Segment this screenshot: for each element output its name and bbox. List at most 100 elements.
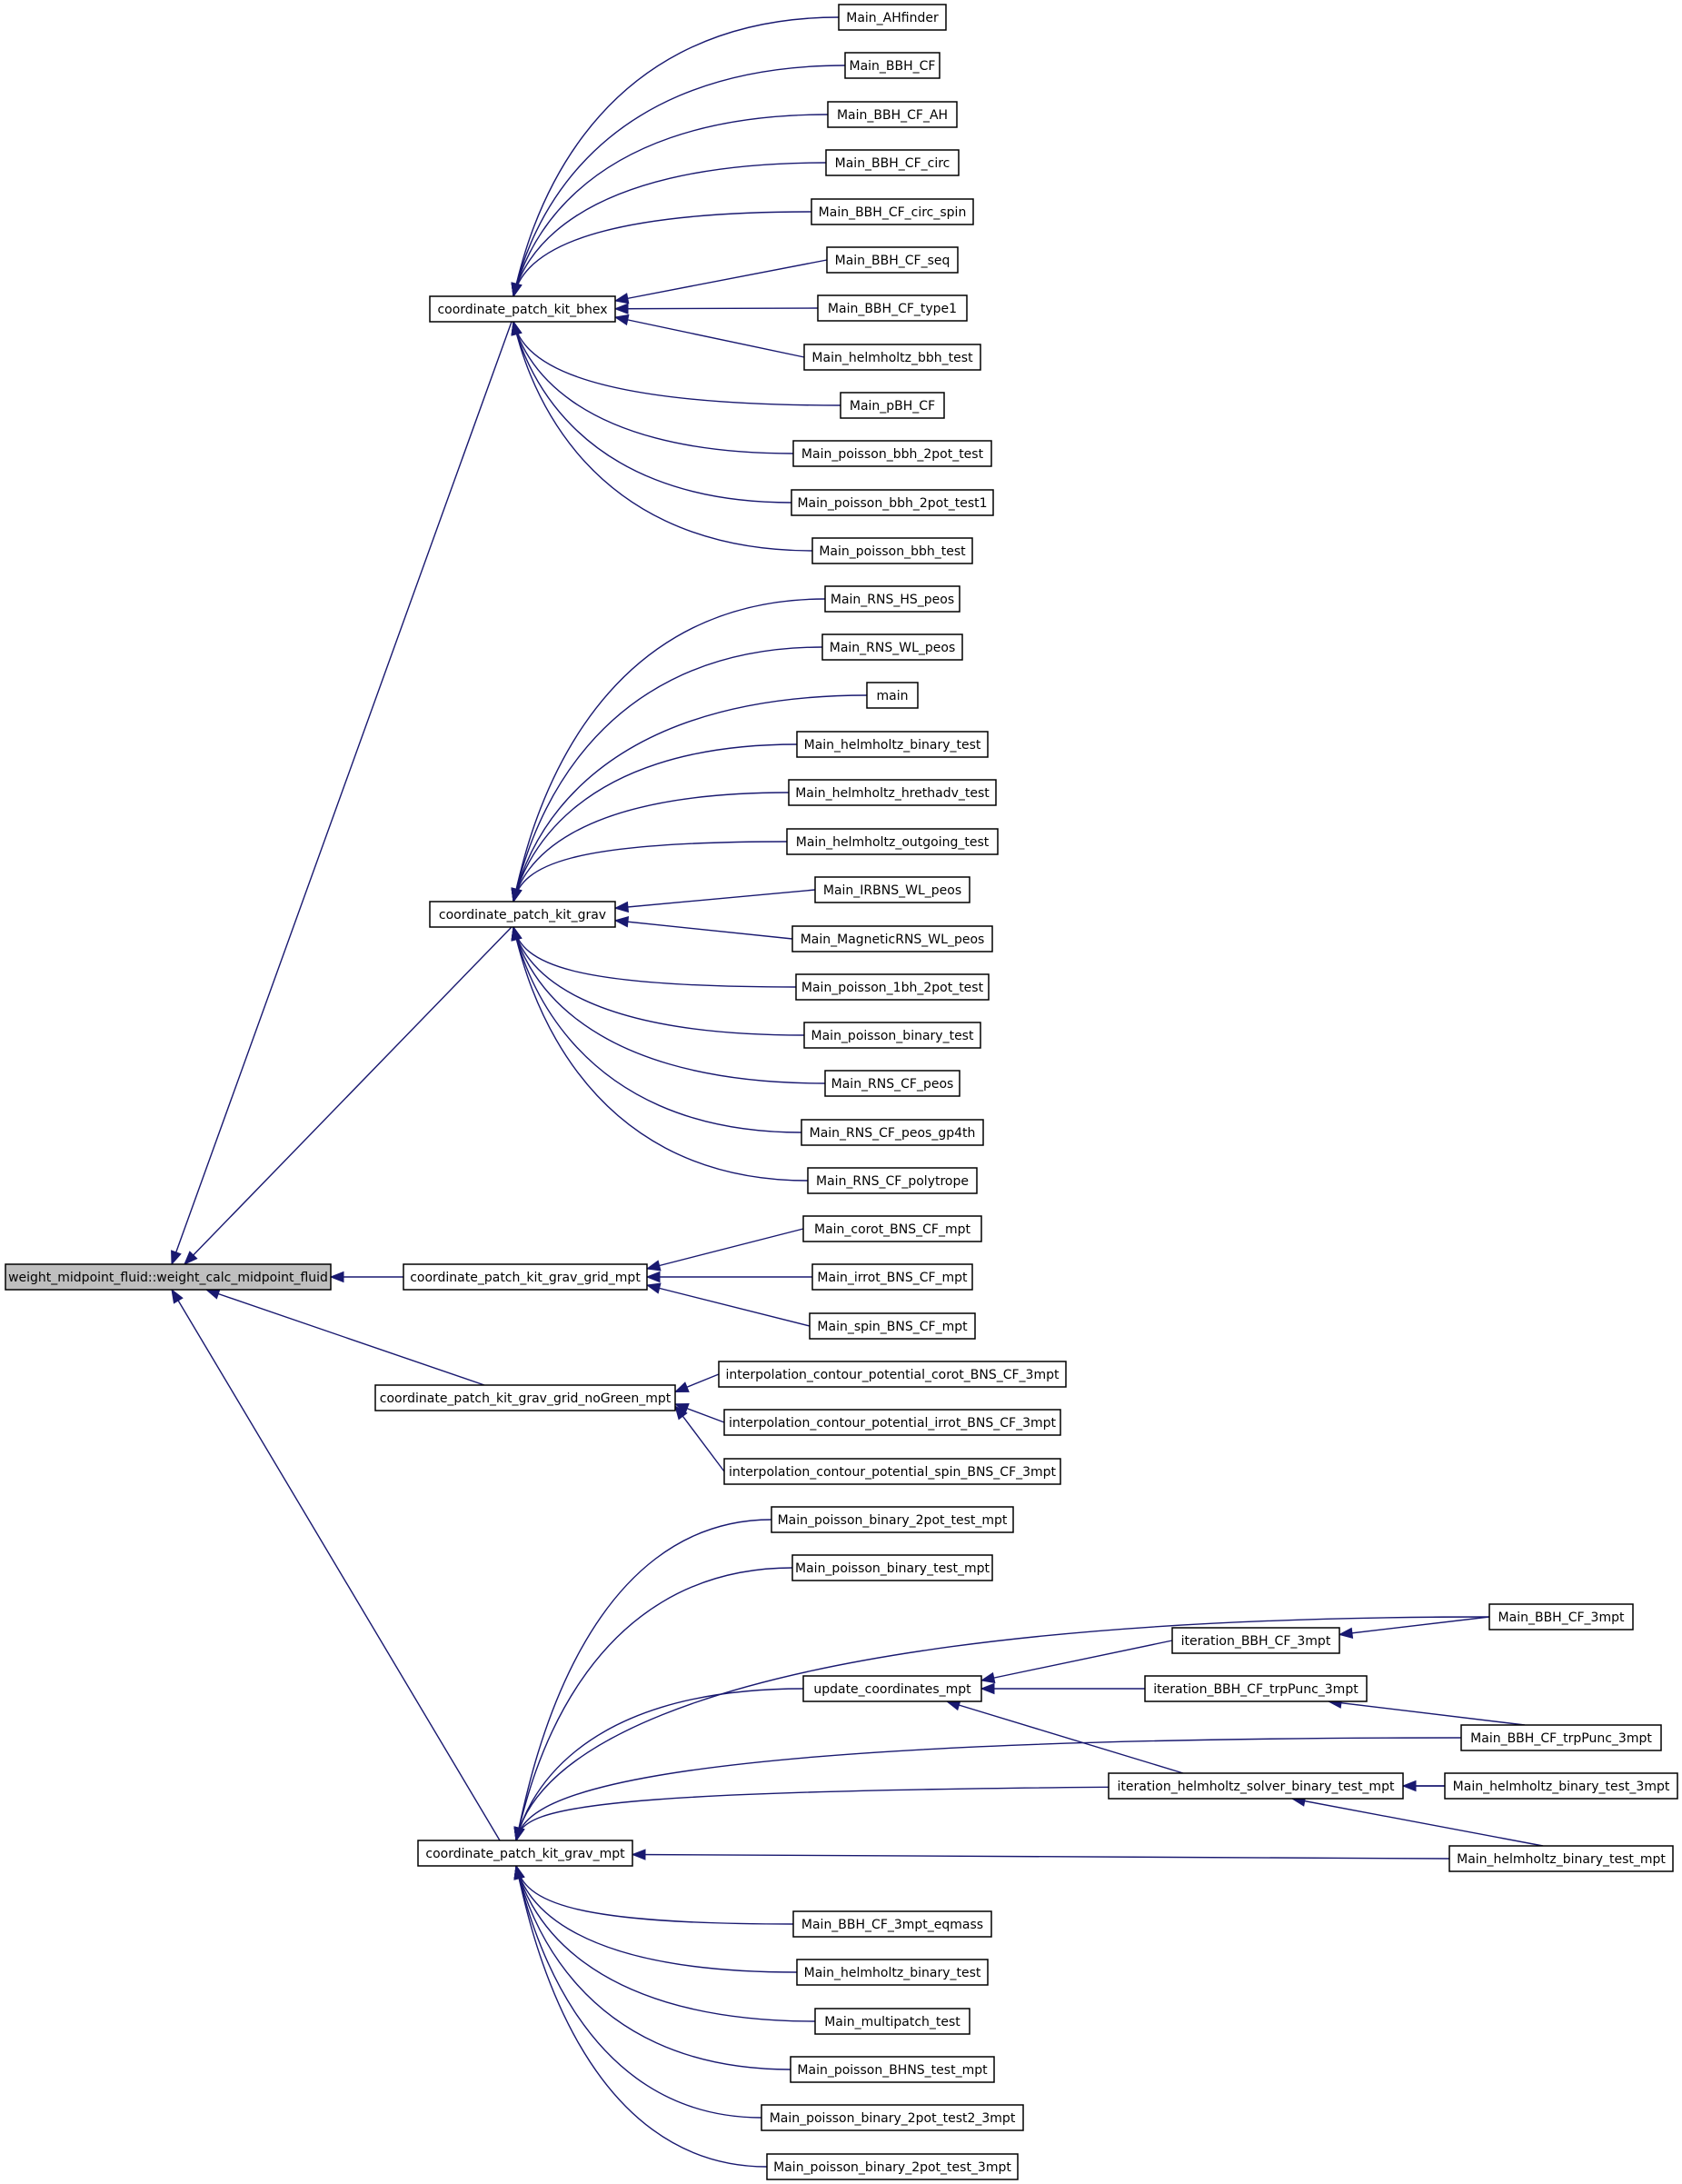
graph-node-g4[interactable]: Main_helmholtz_binary_test (796, 731, 989, 758)
node-box[interactable] (796, 731, 989, 758)
node-box[interactable] (811, 198, 974, 225)
node-box[interactable] (403, 1263, 648, 1291)
graph-node-p1[interactable]: Main_poisson_binary_2pot_test_mpt (771, 1506, 1014, 1533)
node-box[interactable] (825, 149, 960, 176)
graph-node-p3[interactable]: Main_BBH_CF_3mpt_eqmass (792, 1910, 992, 1938)
node-box[interactable] (788, 779, 997, 806)
node-box[interactable] (766, 2153, 1019, 2180)
node-box[interactable] (5, 1263, 332, 1291)
node-box[interactable] (1488, 1603, 1634, 1631)
graph-node-p5[interactable]: Main_multipatch_test (814, 2008, 970, 2035)
graph-node-g12[interactable]: Main_RNS_CF_peos_gp4th (801, 1119, 984, 1146)
node-box[interactable] (429, 295, 616, 323)
node-box[interactable] (1108, 1772, 1404, 1800)
graph-node-p2[interactable]: Main_poisson_binary_test_mpt (791, 1554, 993, 1581)
node-box[interactable] (809, 1312, 976, 1340)
node-box[interactable] (791, 1554, 993, 1581)
graph-node-b4[interactable]: Main_BBH_CF_circ (825, 149, 960, 176)
node-box[interactable] (817, 294, 968, 322)
graph-node-hb3[interactable]: Main_helmholtz_binary_test_3mpt (1444, 1772, 1678, 1800)
graph-node-nogreen[interactable]: coordinate_patch_kit_grav_grid_noGreen_m… (374, 1384, 676, 1411)
graph-node-ithelm[interactable]: iteration_helmholtz_solver_binary_test_m… (1108, 1772, 1404, 1800)
graph-node-b5[interactable]: Main_BBH_CF_circ_spin (811, 198, 974, 225)
graph-node-it3[interactable]: iteration_BBH_CF_3mpt (1171, 1627, 1340, 1654)
graph-node-p8[interactable]: Main_poisson_binary_2pot_test_3mpt (766, 2153, 1019, 2180)
graph-node-g10[interactable]: Main_poisson_binary_test (803, 1022, 981, 1049)
graph-node-b6[interactable]: Main_BBH_CF_seq (826, 246, 959, 274)
graph-node-b11[interactable]: Main_poisson_bbh_2pot_test1 (791, 489, 994, 516)
graph-node-bbh3[interactable]: Main_BBH_CF_3mpt (1488, 1603, 1634, 1631)
graph-node-b8[interactable]: Main_helmholtz_bbh_test (803, 344, 981, 371)
graph-node-b1[interactable]: Main_AHfinder (838, 4, 947, 31)
node-box[interactable] (866, 682, 919, 709)
graph-node-bhex[interactable]: coordinate_patch_kit_bhex (429, 295, 616, 323)
node-box[interactable] (723, 1409, 1061, 1436)
graph-node-m2[interactable]: Main_irrot_BNS_CF_mpt (811, 1263, 973, 1291)
graph-node-g6[interactable]: Main_helmholtz_outgoing_test (786, 828, 999, 855)
graph-node-bbhtrp[interactable]: Main_BBH_CF_trpPunc_3mpt (1460, 1724, 1662, 1751)
graph-node-m3[interactable]: Main_spin_BNS_CF_mpt (809, 1312, 976, 1340)
graph-node-b9[interactable]: Main_pBH_CF (840, 392, 945, 419)
node-box[interactable] (429, 901, 616, 928)
node-box[interactable] (802, 1675, 982, 1702)
graph-node-b7[interactable]: Main_BBH_CF_type1 (817, 294, 968, 322)
graph-node-g3[interactable]: main (866, 682, 919, 709)
node-box[interactable] (838, 4, 947, 31)
node-box[interactable] (827, 101, 958, 128)
graph-node-g11[interactable]: Main_RNS_CF_peos (824, 1070, 960, 1097)
node-box[interactable] (718, 1361, 1067, 1388)
node-box[interactable] (786, 828, 999, 855)
node-box[interactable] (803, 1022, 981, 1049)
graph-node-g9[interactable]: Main_poisson_1bh_2pot_test (795, 973, 990, 1001)
graph-node-upd[interactable]: update_coordinates_mpt (802, 1675, 982, 1702)
graph-node-g8[interactable]: Main_MagneticRNS_WL_peos (791, 925, 993, 952)
graph-node-g5[interactable]: Main_helmholtz_hrethadv_test (788, 779, 997, 806)
node-box[interactable] (844, 52, 941, 79)
node-box[interactable] (821, 633, 963, 661)
node-box[interactable] (790, 2056, 995, 2083)
node-box[interactable] (1144, 1675, 1368, 1702)
graph-node-gravmpt[interactable]: coordinate_patch_kit_grav_mpt (417, 1840, 633, 1867)
node-box[interactable] (792, 440, 992, 467)
node-box[interactable] (792, 1910, 992, 1938)
graph-node-b3[interactable]: Main_BBH_CF_AH (827, 101, 958, 128)
node-box[interactable] (791, 925, 993, 952)
node-box[interactable] (795, 973, 990, 1001)
node-box[interactable] (814, 2008, 970, 2035)
node-box[interactable] (802, 1215, 982, 1242)
node-box[interactable] (1171, 1627, 1340, 1654)
graph-node-b12[interactable]: Main_poisson_bbh_test (811, 537, 973, 564)
node-box[interactable] (826, 246, 959, 274)
graph-node-b10[interactable]: Main_poisson_bbh_2pot_test (792, 440, 992, 467)
graph-node-g13[interactable]: Main_RNS_CF_polytrope (807, 1167, 978, 1194)
node-box[interactable] (1460, 1724, 1662, 1751)
graph-node-g2[interactable]: Main_RNS_WL_peos (821, 633, 963, 661)
graph-node-p6[interactable]: Main_poisson_BHNS_test_mpt (790, 2056, 995, 2083)
node-box[interactable] (814, 876, 970, 903)
node-box[interactable] (1448, 1845, 1674, 1872)
graph-node-p4[interactable]: Main_helmholtz_binary_test (796, 1959, 989, 1986)
node-box[interactable] (803, 344, 981, 371)
graph-node-b2[interactable]: Main_BBH_CF (844, 52, 941, 79)
node-box[interactable] (417, 1840, 633, 1867)
node-box[interactable] (807, 1167, 978, 1194)
node-box[interactable] (771, 1506, 1014, 1533)
graph-node-n1[interactable]: interpolation_contour_potential_corot_BN… (718, 1361, 1067, 1388)
graph-node-n3[interactable]: interpolation_contour_potential_spin_BNS… (723, 1458, 1061, 1485)
node-box[interactable] (1444, 1772, 1678, 1800)
node-box[interactable] (791, 489, 994, 516)
graph-node-p7[interactable]: Main_poisson_binary_2pot_test2_3mpt (761, 2104, 1024, 2131)
graph-node-gridmpt[interactable]: coordinate_patch_kit_grav_grid_mpt (403, 1263, 648, 1291)
graph-node-root[interactable]: weight_midpoint_fluid::weight_calc_midpo… (5, 1263, 332, 1291)
node-box[interactable] (801, 1119, 984, 1146)
graph-node-hbm[interactable]: Main_helmholtz_binary_test_mpt (1448, 1845, 1674, 1872)
graph-node-ittrp[interactable]: iteration_BBH_CF_trpPunc_3mpt (1144, 1675, 1368, 1702)
node-box[interactable] (840, 392, 945, 419)
node-box[interactable] (824, 585, 960, 613)
node-box[interactable] (824, 1070, 960, 1097)
node-box[interactable] (723, 1458, 1061, 1485)
graph-node-n2[interactable]: interpolation_contour_potential_irrot_BN… (723, 1409, 1061, 1436)
node-box[interactable] (811, 537, 973, 564)
graph-node-g1[interactable]: Main_RNS_HS_peos (824, 585, 960, 613)
node-box[interactable] (796, 1959, 989, 1986)
